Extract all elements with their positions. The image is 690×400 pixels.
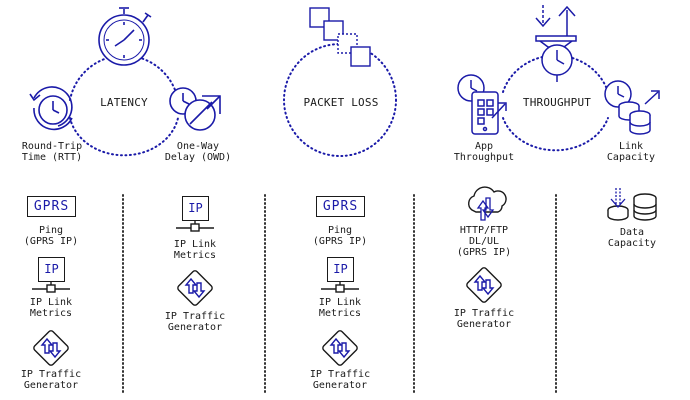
stopwatch-icon xyxy=(98,7,152,66)
ping-label: Ping (GPRS IP) xyxy=(312,225,368,247)
ip-traffic-label: IP Traffic Generator xyxy=(453,308,515,330)
ip-link-label: IP Link Metrics xyxy=(318,297,362,319)
traffic-generator-icon xyxy=(33,267,502,366)
column-dividers xyxy=(122,194,557,394)
owd-label: One-Way Delay (OWD) xyxy=(164,141,232,163)
throughput-cycle-arc-bottom xyxy=(502,117,609,152)
ip-traffic-label: IP Traffic Generator xyxy=(20,369,82,391)
ip-box: IP xyxy=(327,257,354,282)
gprs-box: GPRS xyxy=(27,196,76,217)
link-capacity-icon xyxy=(604,80,660,135)
rtt-label: Round-Trip Time (RTT) xyxy=(21,141,83,163)
ip-traffic-label: IP Traffic Generator xyxy=(309,369,371,391)
ip-box: IP xyxy=(38,257,65,282)
rtt-clock-icon xyxy=(29,86,73,131)
latency-cycle-arc-bottom xyxy=(69,117,179,157)
throughput-title: THROUGHPUT xyxy=(522,96,592,109)
packet-squares-icon xyxy=(309,7,371,67)
funnel-clock-icon xyxy=(535,5,577,82)
ping-label: Ping (GPRS IP) xyxy=(23,225,79,247)
owd-clock-icon xyxy=(169,87,221,131)
ip-box: IP xyxy=(182,196,209,221)
link-capacity-label: Link Capacity xyxy=(606,141,656,163)
app-throughput-icon xyxy=(457,74,507,135)
packet-loss-cycle xyxy=(283,43,397,157)
ip-link-connector-icon xyxy=(32,220,359,293)
ip-link-label: IP Link Metrics xyxy=(29,297,73,319)
data-capacity-icon xyxy=(607,188,657,221)
app-throughput-label: App Throughput xyxy=(453,141,515,163)
ip-traffic-label: IP Traffic Generator xyxy=(164,311,226,333)
http-ftp-label: HTTP/FTP DL/UL (GPRS IP) xyxy=(456,225,512,258)
packet-loss-title: PACKET LOSS xyxy=(303,96,379,109)
latency-title: LATENCY xyxy=(100,96,148,109)
gprs-box: GPRS xyxy=(316,196,365,217)
cloud-transfer-icon xyxy=(468,186,507,221)
ip-link-label: IP Link Metrics xyxy=(173,239,217,261)
data-capacity-label: Data Capacity xyxy=(607,227,657,249)
